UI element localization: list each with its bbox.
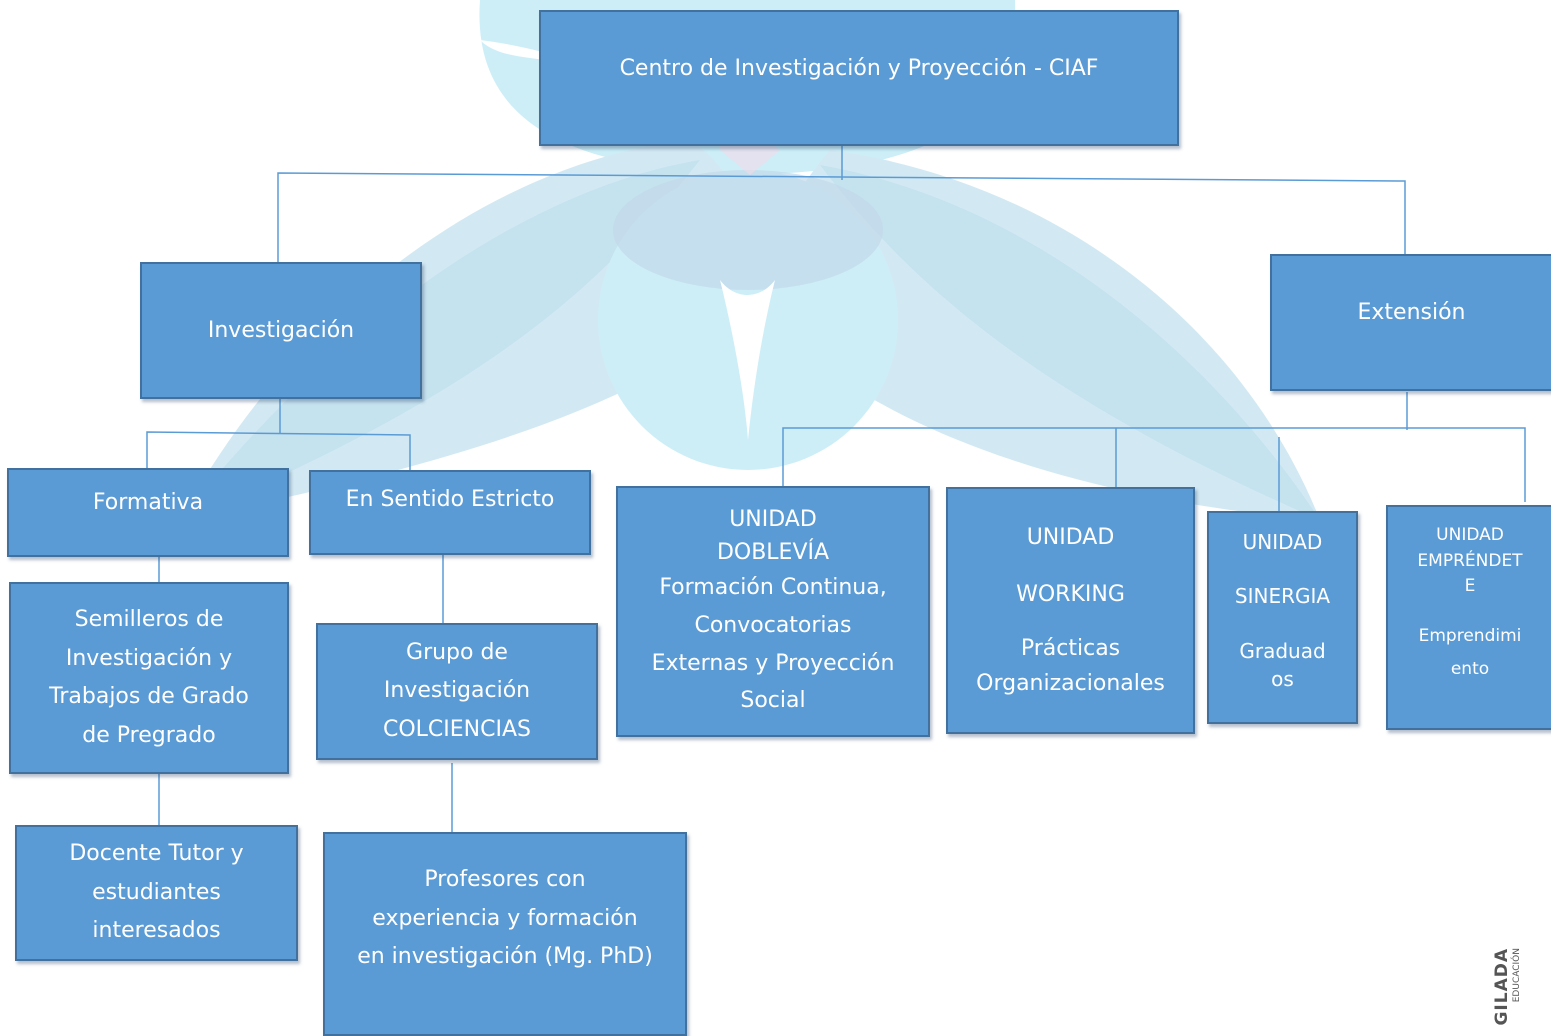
working-node: UNIDAD WORKING Prácticas Organizacionale… bbox=[946, 487, 1195, 734]
emprendete-node: UNIDAD EMPRÉNDET E Emprendimi ento bbox=[1386, 505, 1551, 730]
root-node: Centro de Investigación y Proyección - C… bbox=[539, 10, 1179, 146]
emprendete-title-line: EMPRÉNDET bbox=[1417, 550, 1523, 571]
emprendete-title-line: UNIDAD bbox=[1436, 525, 1504, 546]
doblevia-node: UNIDAD DOBLEVÍA Formación Continua, Conv… bbox=[616, 486, 930, 737]
working-desc-line: Prácticas bbox=[1020, 635, 1121, 661]
extension-node: Extensión bbox=[1270, 254, 1551, 391]
grupo-line: COLCIENCIAS bbox=[382, 716, 531, 742]
extension-label: Extensión bbox=[1357, 299, 1466, 325]
formativa-label: Formativa bbox=[92, 489, 204, 515]
doblevia-desc-line: Convocatorias bbox=[694, 612, 852, 638]
working-title-line: UNIDAD bbox=[1026, 524, 1115, 550]
working-desc-line: Organizacionales bbox=[976, 671, 1165, 696]
semilleros-line: de Pregrado bbox=[82, 722, 216, 748]
sinergia-title-line: UNIDAD bbox=[1242, 529, 1323, 554]
docente-node: Docente Tutor y estudiantes interesados bbox=[15, 825, 298, 961]
docente-line: estudiantes bbox=[92, 879, 221, 905]
sinergia-node: UNIDAD SINERGIA Graduad os bbox=[1207, 511, 1358, 724]
doblevia-desc-line: Externas y Proyección bbox=[651, 650, 895, 676]
watermark-sub-text: EDUCACIÓN bbox=[1512, 948, 1522, 1003]
doblevia-title-line: DOBLEVÍA bbox=[716, 539, 830, 565]
investigacion-node: Investigación bbox=[140, 262, 422, 399]
doblevia-desc-line: Social bbox=[740, 688, 806, 714]
grupo-line: Investigación bbox=[383, 678, 531, 704]
investigacion-label: Investigación bbox=[207, 317, 355, 343]
sentido-estricto-label: En Sentido Estricto bbox=[345, 486, 555, 512]
corner-watermark: GILADA EDUCACIÓN bbox=[1488, 948, 1536, 1034]
semilleros-line: Investigación y bbox=[65, 645, 233, 671]
semilleros-line: Semilleros de bbox=[74, 607, 224, 632]
profesores-line: Profesores con bbox=[424, 867, 586, 893]
sentido-estricto-node: En Sentido Estricto bbox=[309, 470, 591, 555]
emprendete-title-line: E bbox=[1464, 576, 1476, 597]
emprendete-desc-line: ento bbox=[1450, 658, 1490, 679]
docente-line: Docente Tutor y bbox=[69, 841, 244, 867]
semilleros-line: Trabajos de Grado bbox=[49, 684, 249, 709]
docente-line: interesados bbox=[92, 918, 221, 944]
doblevia-title-line: UNIDAD bbox=[729, 506, 817, 532]
semilleros-node: Semilleros de Investigación y Trabajos d… bbox=[9, 582, 289, 774]
root-node-label: Centro de Investigación y Proyección - C… bbox=[619, 56, 1099, 82]
connector-extension-bus bbox=[782, 427, 1526, 502]
formativa-node: Formativa bbox=[7, 468, 289, 557]
profesores-line: experiencia y formación bbox=[372, 905, 638, 931]
emprendete-desc-line: Emprendimi bbox=[1418, 625, 1522, 646]
connector-investigacion-bus bbox=[146, 431, 411, 470]
grupo-node: Grupo de Investigación COLCIENCIAS bbox=[316, 623, 598, 760]
sinergia-desc-line: os bbox=[1271, 666, 1294, 691]
watermark-main-text: GILADA bbox=[1492, 948, 1512, 1026]
sinergia-desc-line: Graduad bbox=[1239, 638, 1326, 663]
sinergia-title-line: SINERGIA bbox=[1234, 583, 1331, 608]
doblevia-desc-line: Formación Continua, bbox=[659, 574, 887, 600]
profesores-line: en investigación (Mg. PhD) bbox=[357, 944, 653, 970]
connector-top-bus bbox=[277, 172, 1406, 262]
working-title-line: WORKING bbox=[1016, 582, 1125, 607]
profesores-node: Profesores con experiencia y formación e… bbox=[323, 832, 687, 1036]
grupo-line: Grupo de bbox=[406, 639, 508, 665]
